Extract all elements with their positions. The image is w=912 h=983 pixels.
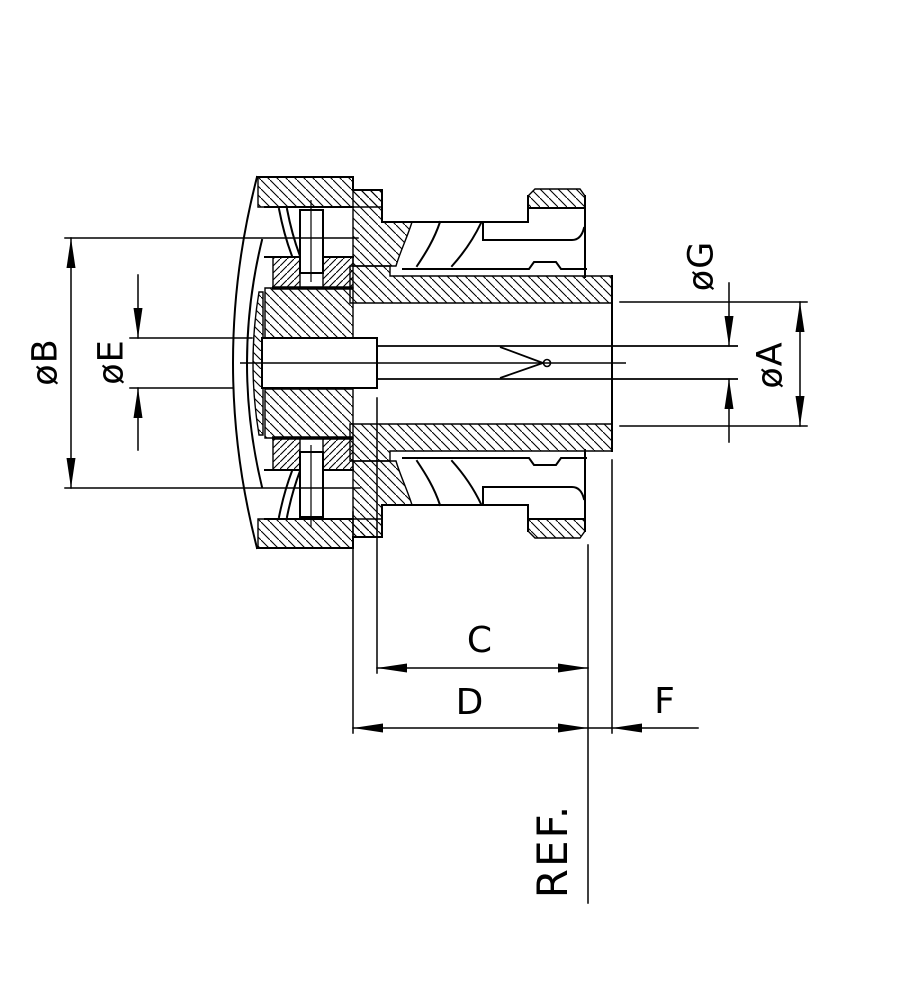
dim-label-diameter-e: øE bbox=[91, 339, 132, 385]
dim-label-diameter-b: øB bbox=[25, 338, 66, 386]
dim-label-c: C bbox=[466, 620, 494, 661]
dim-label-diameter-g: øG bbox=[681, 240, 722, 292]
dim-label-diameter-a: øA bbox=[750, 341, 791, 389]
dimension-arrowheads bbox=[66, 238, 805, 733]
ref-datum-label: REF. bbox=[528, 803, 577, 899]
dim-label-f: F bbox=[654, 681, 676, 722]
dimension-lines bbox=[64, 237, 808, 904]
flange-screws bbox=[272, 200, 353, 527]
center-contact bbox=[240, 337, 738, 389]
dim-label-d: D bbox=[455, 682, 485, 723]
